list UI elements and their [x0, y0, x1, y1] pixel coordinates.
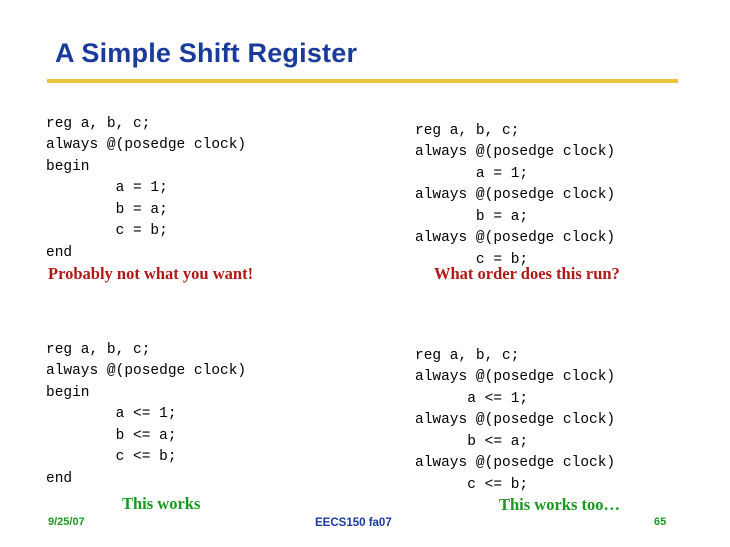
footer-date: 9/25/07 — [48, 516, 85, 528]
annotation-this-works: This works — [122, 494, 201, 513]
code-block-bottom-right: reg a, b, c; always @(posedge clock) a <… — [415, 347, 616, 493]
code-block-bottom-left: reg a, b, c; always @(posedge clock) beg… — [46, 341, 247, 487]
title-underline-rule — [47, 79, 678, 83]
annotation-this-works-too: This works too… — [499, 495, 621, 514]
footer-page-number: 65 — [654, 516, 667, 528]
annotation-what-order-does-this-run: What order does this run? — [434, 264, 620, 283]
code-block-top-left: reg a, b, c; always @(posedge clock) beg… — [46, 115, 247, 261]
footer-course-label: EECS150 fa07 — [315, 517, 392, 529]
annotation-probably-not-what-you-want: Probably not what you want! — [48, 264, 254, 283]
code-block-top-right: reg a, b, c; always @(posedge clock) a =… — [415, 122, 616, 268]
page-title: A Simple Shift Register — [55, 38, 358, 68]
